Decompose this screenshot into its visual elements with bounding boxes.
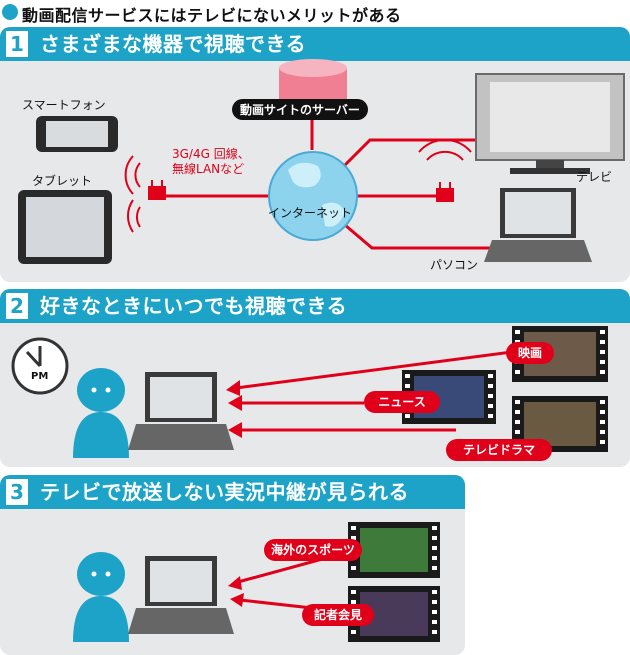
globe-icon	[268, 151, 358, 241]
pill-news: ニュース	[364, 391, 440, 413]
section-3-header	[0, 475, 465, 509]
laptop-icon	[128, 372, 234, 450]
section-1-number: 1	[6, 31, 28, 57]
section-3-number: 3	[6, 479, 28, 505]
pill-overseas-sports: 海外のスポーツ	[264, 539, 362, 561]
section-2-header	[0, 289, 630, 323]
tablet-icon	[18, 190, 112, 264]
tv-icon	[475, 73, 625, 174]
server-label: 動画サイトのサーバー	[232, 99, 368, 120]
laptop-icon-section-3	[128, 556, 234, 634]
network-label-line1: 3G/4G 回線、	[172, 147, 250, 161]
pill-drama: テレビドラマ	[446, 439, 552, 461]
wifi-router-left-icon	[124, 155, 166, 233]
tablet-label: タブレット	[32, 174, 93, 188]
section-2-number: 2	[6, 293, 28, 319]
server-icon	[279, 59, 347, 109]
tv-label: テレビ	[576, 170, 613, 184]
person-icon-section-3	[73, 552, 129, 642]
section-3-title: テレビで放送しない実況中継が見られる	[40, 480, 409, 504]
clock-pm-text: PM	[31, 371, 49, 382]
section-1-title: さまざまな機器で視聴できる	[40, 32, 307, 56]
pc-laptop-icon	[484, 188, 592, 262]
page-title: 動画配信サービスにはテレビにないメリットがある	[22, 6, 402, 25]
person-icon	[73, 368, 129, 458]
smartphone-label: スマートフォン	[22, 98, 106, 112]
film-strip-sports-icon	[348, 522, 440, 578]
film-strip-drama-icon	[512, 396, 608, 452]
clock-icon	[11, 337, 69, 395]
section-1-header	[0, 27, 630, 61]
film-strip-press-icon	[348, 586, 440, 642]
section-2-title: 好きなときにいつでも視聴できる	[40, 294, 348, 318]
smartphone-icon	[36, 116, 118, 152]
network-label-line2: 無線LANなど	[172, 162, 245, 176]
pill-movie: 映画	[506, 342, 554, 364]
wifi-router-right-icon	[418, 138, 472, 202]
pill-press-conference: 記者会見	[302, 604, 374, 626]
internet-label: インターネット	[268, 206, 353, 220]
title-bullet-icon	[2, 4, 18, 20]
pc-label: パソコン	[430, 258, 479, 272]
